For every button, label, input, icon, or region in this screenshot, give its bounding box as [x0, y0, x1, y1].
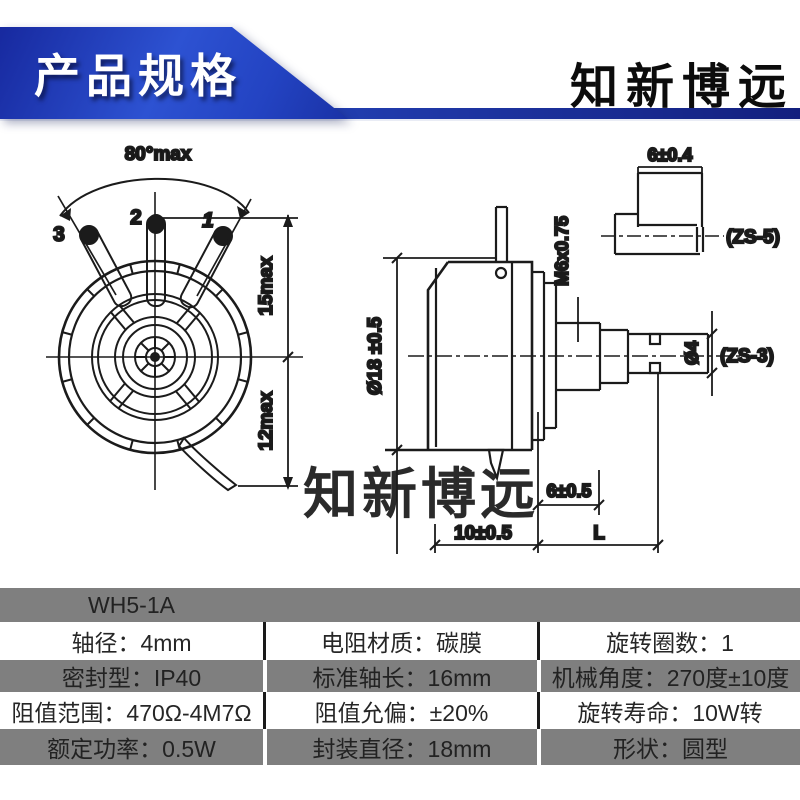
column-divider: [537, 622, 540, 660]
spec-cell: 电阻材质：碳膜: [321, 630, 482, 656]
spec-cell: 额定功率：0.5W: [47, 736, 216, 762]
inset-length-label: 6±0.4: [648, 145, 693, 165]
table-row-model: WH5-1A: [0, 588, 800, 622]
dim-12max-label: 12max: [256, 391, 277, 451]
title-banner: 产品规格: [0, 27, 370, 119]
dim-15max-label: 15max: [256, 256, 277, 316]
column-gap: [263, 729, 267, 765]
shaft-style-zs3-label: (ZS-3): [720, 346, 774, 367]
spec-table: WH5-1A 轴径：4mm 电阻材质：碳膜 旋转圈数：1 密封型：IP40 标准…: [0, 588, 800, 765]
model-name: WH5-1A: [88, 591, 175, 618]
column-gap: [263, 660, 267, 692]
column-divider: [537, 692, 540, 729]
spec-cell: 旋转寿命：10W转: [577, 699, 763, 726]
angle-dim-label: 80°max: [125, 144, 192, 165]
spec-cell: 形状：圆型: [613, 736, 728, 762]
header-subline: [0, 119, 800, 121]
zs5-inset-drawing: 6±0.4 (ZS-5): [601, 144, 781, 256]
table-row: 阻值范围：470Ω-4M7Ω 阻值允偏：±20% 旋转寿命：10W转: [0, 692, 800, 729]
page-title: 产品规格: [34, 50, 242, 102]
table-row: 密封型：IP40 标准轴长：16mm 机械角度：270度±10度: [0, 660, 800, 692]
shaft-length-label: L: [593, 523, 605, 544]
column-gap: [537, 660, 541, 692]
spec-cell: 封装直径：18mm: [312, 736, 492, 762]
header-underline: [295, 108, 800, 119]
front-view-drawing: 80°max 3 2 1 15max 12max: [46, 143, 303, 492]
bushing-length-label: 6±0.5: [547, 481, 592, 501]
shaft-style-zs5-label: (ZS-5): [726, 227, 780, 248]
table-row: 轴径：4mm 电阻材质：碳膜 旋转圈数：1: [0, 622, 800, 660]
brand-name: 知新博远: [569, 61, 794, 114]
body-depth-label: 10±0.5: [454, 523, 512, 544]
spec-cell: 阻值允偏：±20%: [314, 699, 489, 726]
side-view-drawing: Ø18 ±0.5 M6x0.75 6±0.5 10±0.5 L Ø4 (ZS-3…: [364, 205, 775, 554]
spec-cell: 标准轴长：16mm: [312, 665, 492, 691]
body-diameter-label: Ø18 ±0.5: [365, 317, 386, 395]
column-divider: [263, 692, 266, 729]
column-divider: [263, 622, 266, 660]
thread-spec-label: M6x0.75: [552, 216, 572, 286]
pin-1-label: 1: [202, 209, 214, 232]
pin-2-label: 2: [130, 206, 142, 229]
spec-cell: 旋转圈数：1: [606, 630, 734, 656]
column-gap: [537, 729, 541, 765]
spec-cell: 轴径：4mm: [71, 630, 192, 656]
spec-cell: 机械角度：270度±10度: [551, 665, 790, 691]
watermark-text: 知新博远: [303, 463, 539, 525]
spec-cell: 密封型：IP40: [61, 665, 202, 691]
shaft-diameter-label: Ø4: [682, 341, 702, 365]
pin-3-label: 3: [53, 223, 65, 246]
table-row: 额定功率：0.5W 封装直径：18mm 形状：圆型: [0, 729, 800, 765]
spec-cell: 阻值范围：470Ω-4M7Ω: [11, 699, 252, 726]
